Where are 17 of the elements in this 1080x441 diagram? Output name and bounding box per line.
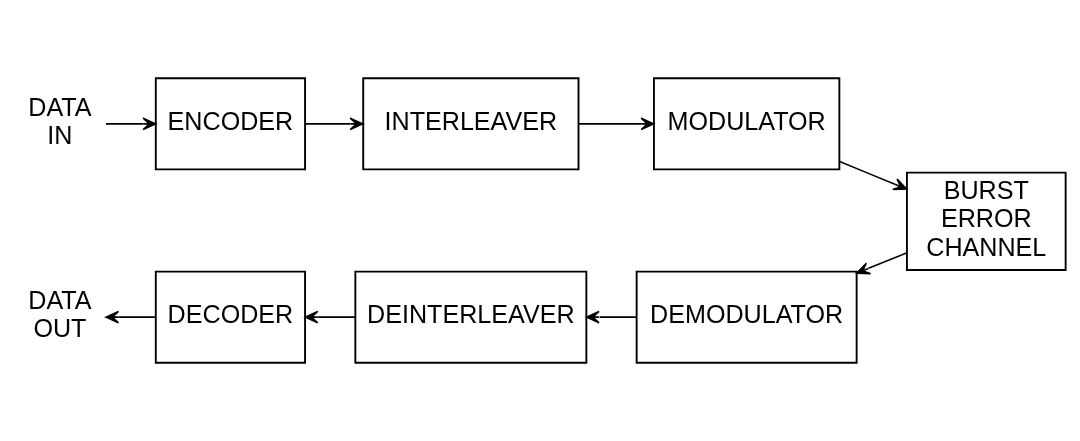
node-box: DEINTERLEAVER <box>354 270 588 364</box>
arrow <box>838 160 908 191</box>
arrow <box>105 310 157 324</box>
arrow <box>585 310 638 324</box>
node-box: BURST ERROR CHANNEL <box>906 171 1067 271</box>
arrow <box>304 310 356 324</box>
arrow <box>105 117 157 131</box>
node-text: DATA IN <box>28 92 92 149</box>
node-box: DECODER <box>154 270 306 364</box>
arrow <box>856 252 908 275</box>
node-box: MODULATOR <box>653 77 841 171</box>
arrow <box>304 117 364 131</box>
node-text: DATA OUT <box>28 285 92 343</box>
node-box: DEMODULATOR <box>635 270 858 364</box>
arrow <box>577 117 655 131</box>
node-box: INTERLEAVER <box>362 77 580 171</box>
node-box: ENCODER <box>154 77 306 171</box>
